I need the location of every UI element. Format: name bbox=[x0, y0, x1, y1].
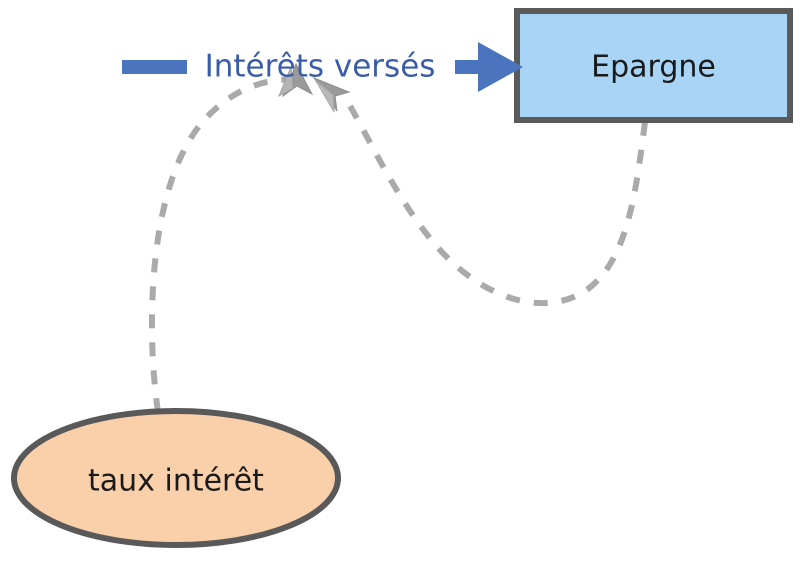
epargne-label: Epargne bbox=[591, 50, 716, 85]
node-epargne[interactable]: Epargne bbox=[514, 8, 793, 123]
dashed-arc-right bbox=[342, 95, 648, 307]
taux-interet-ellipse-shape bbox=[11, 408, 341, 548]
edge-epargne-to-interets[interactable] bbox=[312, 76, 648, 307]
epargne-box-shape bbox=[514, 8, 793, 123]
arrowhead-up-left-icon bbox=[312, 76, 351, 113]
arrowhead-up-icon bbox=[277, 62, 314, 98]
flow-label-interets-verses: Intérêts versés bbox=[205, 49, 436, 85]
flow-arrow-tail bbox=[122, 60, 187, 74]
dashed-arc-left bbox=[149, 76, 293, 413]
arrow-right-icon bbox=[455, 42, 523, 92]
arrow-tail-bar bbox=[122, 60, 187, 74]
taux-interet-label: taux intérêt bbox=[88, 464, 264, 499]
edge-taux-to-interets[interactable] bbox=[149, 62, 314, 413]
arrow-head-triangle bbox=[478, 42, 523, 92]
node-taux-interet[interactable]: taux intérêt bbox=[11, 408, 341, 548]
